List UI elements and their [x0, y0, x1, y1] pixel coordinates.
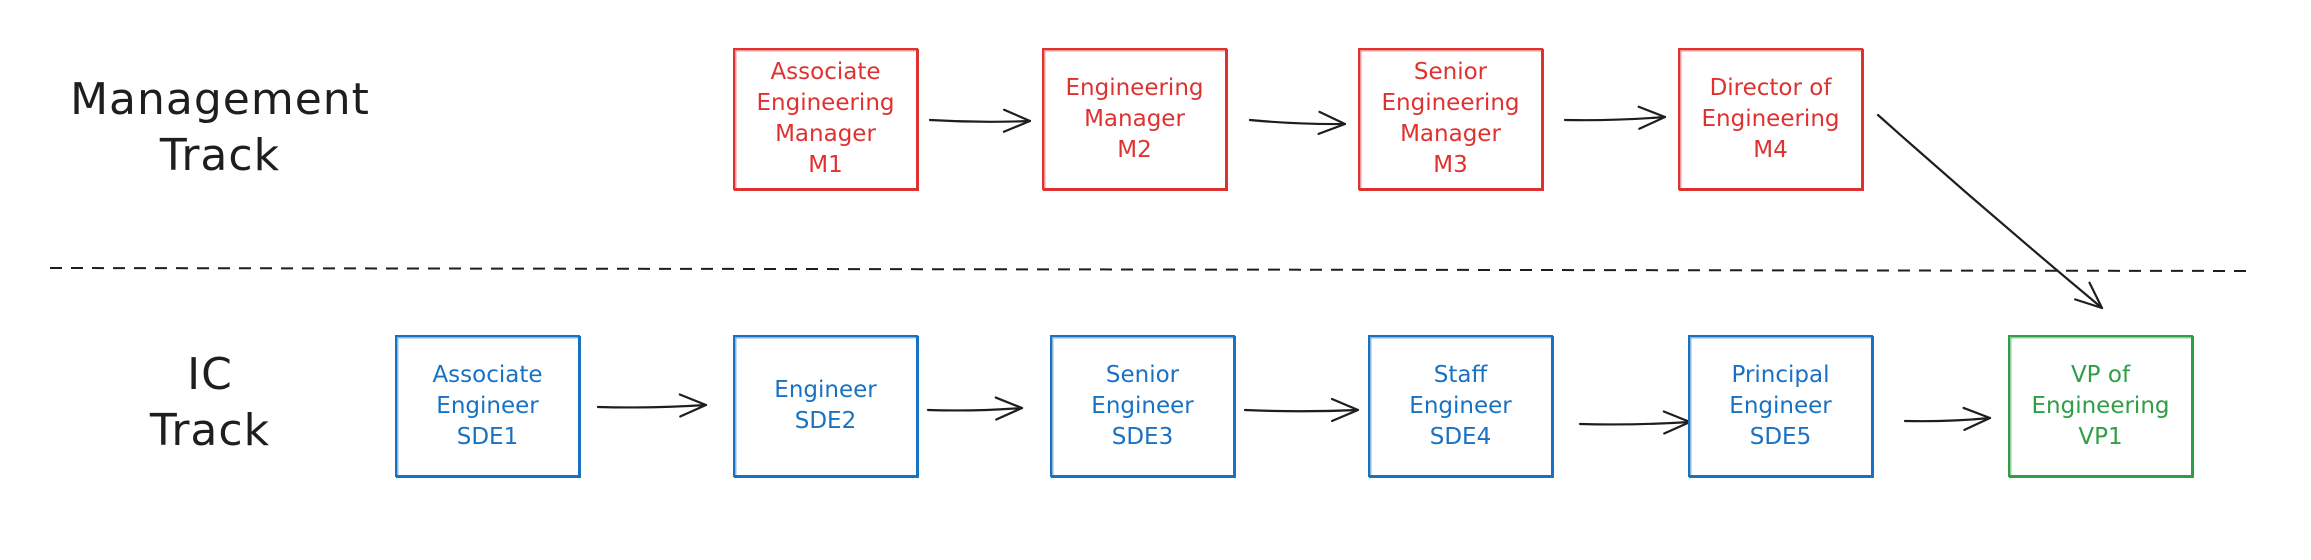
management-track-label-line-2: Track	[159, 130, 281, 181]
role-box-m3-line: M3	[1433, 152, 1468, 178]
ic-track-label-line-1: IC	[187, 349, 233, 400]
management-track-label: Management Track	[70, 72, 370, 184]
role-box-vp1[interactable]: VP of Engineering VP1	[2008, 335, 2193, 477]
arrow-sde5-vp1	[1903, 406, 1992, 432]
role-box-sde1-line: SDE1	[456, 423, 519, 450]
role-box-sde3-line: SDE3	[1111, 423, 1174, 450]
arrow-sde4-sde5	[1578, 410, 1692, 435]
role-box-m2-line: M2	[1117, 136, 1152, 163]
role-box-sde2-line: SDE2	[794, 408, 857, 434]
role-box-m3[interactable]: Senior Engineering Manager M3	[1358, 48, 1543, 190]
arrow-m2-m3	[1248, 110, 1347, 135]
role-box-sde5-line: Principal	[1731, 361, 1830, 388]
role-box-sde1-line: Associate	[432, 361, 543, 388]
role-box-sde1[interactable]: Associate Engineer SDE1	[395, 335, 580, 477]
role-box-m2-line: Engineering	[1065, 74, 1204, 101]
role-box-sde1-line: Engineer	[436, 392, 539, 419]
role-box-m3-line: Senior	[1413, 59, 1488, 85]
role-box-sde4[interactable]: Staff Engineer SDE4	[1368, 335, 1553, 477]
role-box-sde2-line: Engineer	[774, 377, 877, 403]
role-box-m3-line: Engineering	[1381, 90, 1520, 116]
role-box-m4-line: Director of	[1709, 74, 1832, 101]
role-box-sde4-line: Staff	[1433, 361, 1488, 388]
role-box-m4-line: M4	[1753, 136, 1788, 163]
role-box-sde4-line: SDE4	[1429, 423, 1492, 450]
role-box-m3-line: Manager	[1400, 121, 1501, 147]
role-box-sde3-line: Senior	[1105, 361, 1180, 388]
role-box-vp1-line: Engineering	[2031, 392, 2170, 419]
arrow-m1-m2	[928, 108, 1032, 133]
role-box-sde2[interactable]: Engineer SDE2	[733, 335, 918, 477]
ic-track-label: IC Track	[105, 347, 315, 459]
role-box-m1-line: M1	[808, 152, 843, 178]
arrow-m4-vp1	[1876, 113, 2104, 310]
role-box-m2[interactable]: Engineering Manager M2	[1042, 48, 1227, 190]
arrow-sde1-sde2	[596, 393, 708, 418]
role-box-vp1-line: VP of	[2070, 361, 2131, 388]
arrow-m3-m4	[1563, 105, 1667, 130]
role-box-m1-line: Associate	[770, 59, 881, 85]
role-box-vp1-line: VP1	[2078, 423, 2123, 450]
role-box-sde5-line: SDE5	[1749, 423, 1812, 450]
track-divider	[49, 267, 2256, 272]
role-box-sde5-line: Engineer	[1729, 392, 1832, 419]
arrow-sde3-sde4	[1243, 397, 1360, 423]
role-box-m1-line: Engineering	[756, 90, 895, 116]
role-box-m4[interactable]: Director of Engineering M4	[1678, 48, 1863, 190]
role-box-m2-line: Manager	[1084, 105, 1185, 132]
role-box-sde4-line: Engineer	[1409, 392, 1512, 419]
role-box-m1[interactable]: Associate Engineering Manager M1	[733, 48, 918, 190]
role-box-m1-line: Manager	[775, 121, 876, 147]
role-box-sde3-line: Engineer	[1091, 392, 1194, 419]
arrow-sde2-sde3	[926, 396, 1024, 421]
role-box-sde3[interactable]: Senior Engineer SDE3	[1050, 335, 1235, 477]
ic-track-label-line-2: Track	[149, 405, 271, 456]
management-track-label-line-1: Management	[70, 74, 370, 125]
role-box-m4-line: Engineering	[1701, 105, 1840, 132]
role-box-sde5[interactable]: Principal Engineer SDE5	[1688, 335, 1873, 477]
